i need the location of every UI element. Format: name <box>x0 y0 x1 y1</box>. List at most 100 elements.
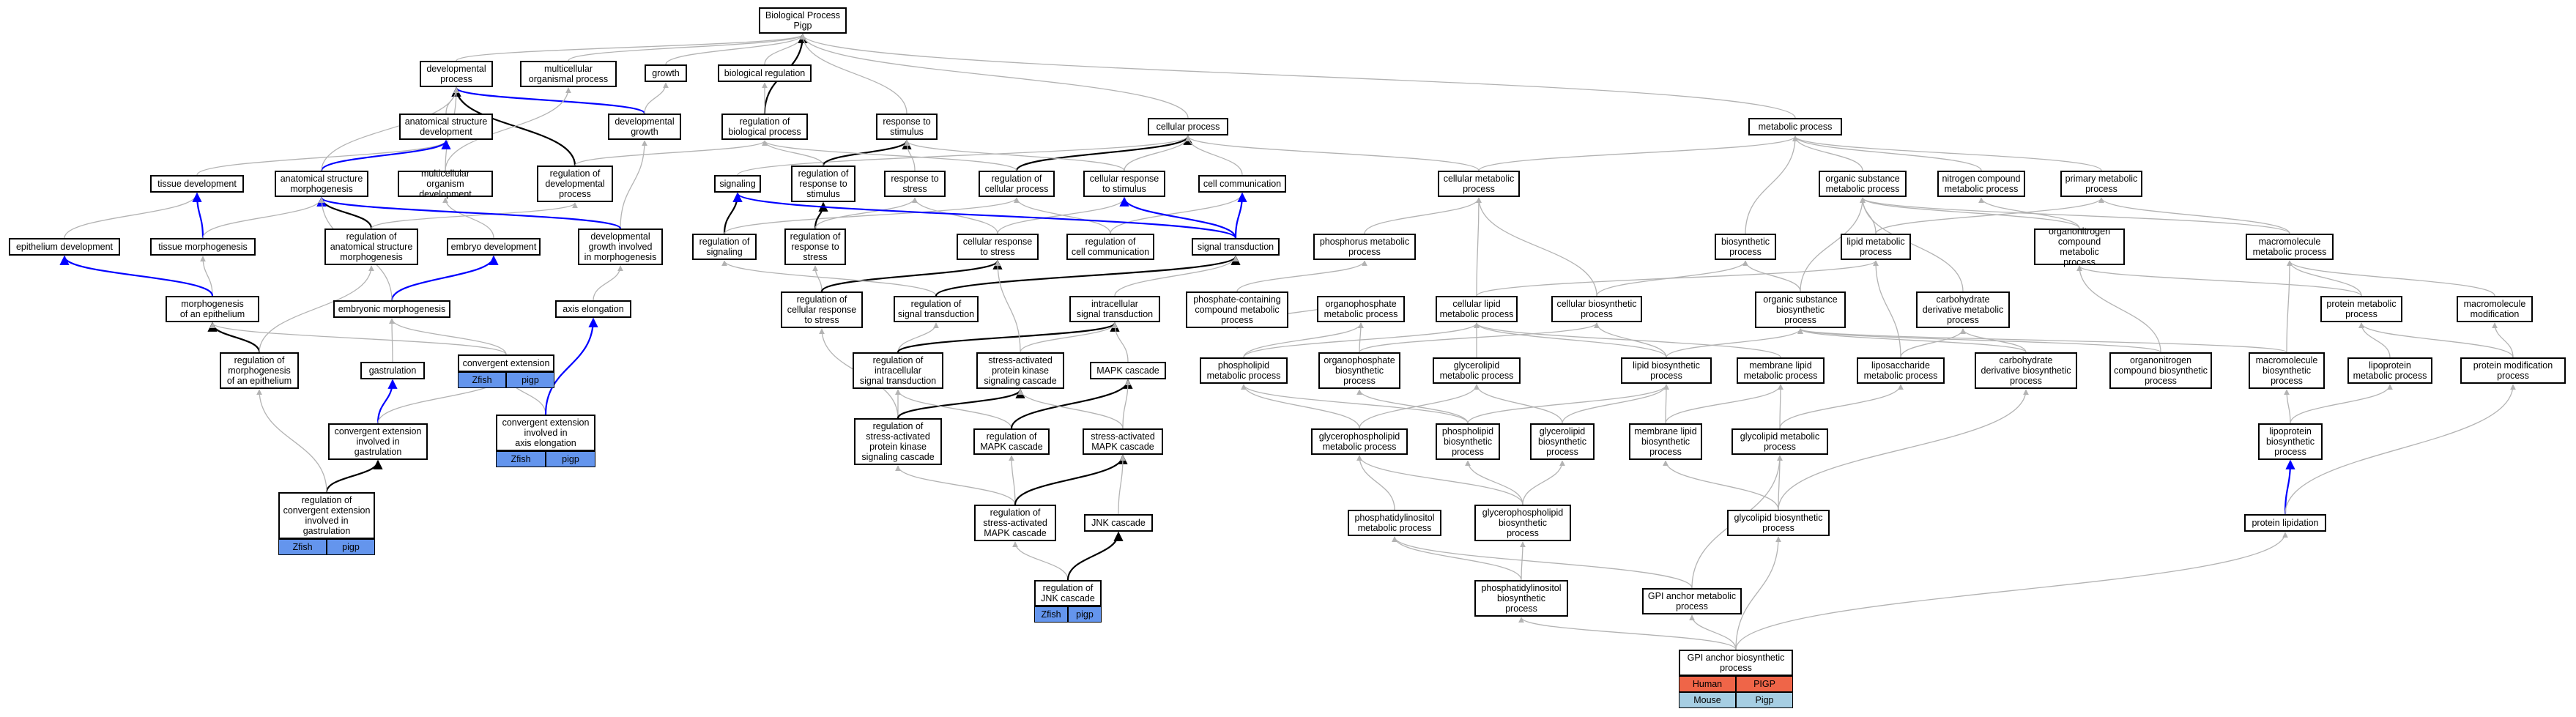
node-macromolecule-biosynthetic-process[interactable]: macromolecule biosynthetic process <box>2249 352 2325 389</box>
node-phosphatidylinositol-metabolic-process[interactable]: phosphatidylinositol metabolic process <box>1348 510 1441 536</box>
node-regulation-of-signal-transduction[interactable]: regulation of signal transduction <box>894 296 979 322</box>
node-biosynthetic-process[interactable]: biosynthetic process <box>1715 234 1776 260</box>
node-developmental-growth[interactable]: developmental growth <box>608 114 681 140</box>
node-anatomical-structure-development[interactable]: anatomical structure development <box>399 114 493 140</box>
node-regulation-of-signaling[interactable]: regulation of signaling <box>692 234 757 260</box>
node-regulation-of-cell-communication[interactable]: regulation of cell communication <box>1066 234 1154 260</box>
node-lipid-biosynthetic-process[interactable]: lipid biosynthetic process <box>1621 357 1712 384</box>
node-growth[interactable]: growth <box>645 64 687 82</box>
node-cell-communication[interactable]: cell communication <box>1198 175 1286 193</box>
node-convergent-extension[interactable]: convergent extension <box>458 354 554 372</box>
edge-phosinos-to-glycerophos <box>1356 455 1395 510</box>
node-epithelium-development[interactable]: epithelium development <box>9 238 120 256</box>
node-stress-activated-protein-kinase-signaling-cascade[interactable]: stress-activated protein kinase signalin… <box>976 352 1064 389</box>
edge-sigtrans-to-cellresp <box>1119 196 1237 239</box>
node-gpi-anchor-metabolic-process[interactable]: GPI anchor metabolic process <box>1642 588 1742 614</box>
node-signal-transduction[interactable]: signal transduction <box>1192 238 1280 256</box>
node-cellular-biosynthetic-process[interactable]: cellular biosynthetic process <box>1551 296 1642 322</box>
node-organonitrogen-compound-biosynthetic-process[interactable]: organonitrogen compound biosynthetic pro… <box>2109 352 2212 389</box>
node-embryo-development[interactable]: embryo development <box>447 238 541 256</box>
node-morphogenesis-of-an-epithelium[interactable]: morphogenesis of an epithelium <box>166 296 259 322</box>
node-developmental-process[interactable]: developmental process <box>420 61 493 87</box>
edge-regrespstress-to-respstress <box>814 197 918 229</box>
node-cellular-response-to-stress[interactable]: cellular response to stress <box>957 234 1039 260</box>
node-glycerolipid-metabolic-process[interactable]: glycerolipid metabolic process <box>1433 357 1521 384</box>
node-cellular-response-to-stimulus[interactable]: cellular response to stimulus <box>1083 171 1165 197</box>
node-organic-substance-metabolic-process[interactable]: organic substance metabolic process <box>1819 171 1907 197</box>
node-stress-activated-mapk-cascade[interactable]: stress-activated MAPK cascade <box>1083 428 1163 455</box>
node-phosphatidylinositol-biosynthetic-process[interactable]: phosphatidylinositol biosynthetic proces… <box>1474 580 1568 617</box>
node-glycolipid-biosynthetic-process[interactable]: glycolipid biosynthetic process <box>1727 510 1830 536</box>
node-membrane-lipid-biosynthetic-process[interactable]: membrane lipid biosynthetic process <box>1629 423 1702 460</box>
node-gpi-anchor-biosynthetic-process[interactable]: GPI anchor biosynthetic process <box>1679 650 1793 676</box>
node-lipoprotein-biosynthetic-process[interactable]: lipoprotein biosynthetic process <box>2258 423 2323 460</box>
node-axis-elongation[interactable]: axis elongation <box>555 300 631 318</box>
edge-protmet-to-orgnitro <box>2076 265 2362 297</box>
node-regulation-of-cellular-response-to-stress[interactable]: regulation of cellular response to stres… <box>781 291 863 328</box>
node-regulation-of-jnk-cascade[interactable]: regulation of JNK cascade <box>1034 580 1102 606</box>
node-primary-metabolic-process[interactable]: primary metabolic process <box>2060 171 2142 197</box>
node-regulation-of-stress-activated-mapk-cascade[interactable]: regulation of stress-activated MAPK casc… <box>974 505 1056 541</box>
node-regulation-of-stress-activated-protein-kinase-signaling-cascade[interactable]: regulation of stress-activated protein k… <box>854 418 942 465</box>
node-anatomical-structure-morphogenesis[interactable]: anatomical structure morphogenesis <box>275 171 368 197</box>
node-response-to-stimulus[interactable]: response to stimulus <box>876 114 938 140</box>
node-convergent-extension-involved-in-axis-elongation[interactable]: convergent extension involved in axis el… <box>496 415 595 451</box>
node-regulation-of-cellular-process[interactable]: regulation of cellular process <box>979 171 1055 197</box>
node-cellular-lipid-metabolic-process[interactable]: cellular lipid metabolic process <box>1436 296 1518 322</box>
node-protein-lipidation[interactable]: protein lipidation <box>2244 514 2326 532</box>
node-phosphorus-metabolic-process[interactable]: phosphorus metabolic process <box>1313 234 1416 260</box>
node-carbohydrate-derivative-biosynthetic-process[interactable]: carbohydrate derivative biosynthetic pro… <box>1975 352 2077 389</box>
node-cellular-metabolic-process[interactable]: cellular metabolic process <box>1438 171 1520 197</box>
edge-embmorph-to-embdev <box>390 255 499 301</box>
node-regulation-of-convergent-extension-involved-in-gastrulation[interactable]: regulation of convergent extension invol… <box>278 492 375 539</box>
node-carbohydrate-derivative-metabolic-process[interactable]: carbohydrate derivative metabolic proces… <box>1916 291 2010 328</box>
node-multicellular-organism-development[interactable]: multicellular organism development <box>398 168 493 199</box>
node-glycerolipid-biosynthetic-process[interactable]: glycerolipid biosynthetic process <box>1530 423 1595 460</box>
node-phosphate-containing-compound-metabolic-process[interactable]: phosphate-containing compound metabolic … <box>1186 291 1288 328</box>
node-organonitrogen-compound-metabolic-process[interactable]: organonitrogen compound metabolic proces… <box>2034 226 2125 267</box>
node-signaling[interactable]: signaling <box>714 175 761 193</box>
node-glycerophospholipid-metabolic-process[interactable]: glycerophospholipid metabolic process <box>1311 428 1408 455</box>
node-membrane-lipid-metabolic-process[interactable]: membrane lipid metabolic process <box>1737 357 1825 384</box>
node-protein-modification-process[interactable]: protein modification process <box>2460 357 2566 384</box>
node-nitrogen-compound-metabolic-process[interactable]: nitrogen compound metabolic process <box>1937 171 2025 197</box>
node-regulation-of-response-to-stimulus[interactable]: regulation of response to stimulus <box>791 166 855 202</box>
node-developmental-growth-involved-in-morphogenesis[interactable]: developmental growth involved in morphog… <box>578 229 663 265</box>
node-intracellular-signal-transduction[interactable]: intracellular signal transduction <box>1069 296 1160 322</box>
node-phospholipid-metabolic-process[interactable]: phospholipid metabolic process <box>1200 357 1288 384</box>
node-organophosphate-metabolic-process[interactable]: organophosphate metabolic process <box>1317 296 1405 322</box>
node-liposaccharide-metabolic-process[interactable]: liposaccharide metabolic process <box>1857 357 1945 384</box>
node-regulation-of-intracellular-signal-transduction[interactable]: regulation of intracellular signal trans… <box>853 352 943 389</box>
node-regulation-of-morphogenesis-of-an-epithelium[interactable]: regulation of morphogenesis of an epithe… <box>220 352 299 389</box>
node-response-to-stress[interactable]: response to stress <box>884 171 946 197</box>
edge-phospholipid-to-orgphos <box>1243 322 1364 358</box>
node-organophosphate-biosynthetic-process[interactable]: organophosphate biosynthetic process <box>1318 352 1400 389</box>
node-tissue-morphogenesis[interactable]: tissue morphogenesis <box>150 238 256 256</box>
node-convergent-extension-involved-in-gastrulation[interactable]: convergent extension involved in gastrul… <box>328 423 428 460</box>
node-phospholipid-biosynthetic-process[interactable]: phospholipid biosynthetic process <box>1436 423 1500 460</box>
node-biological-regulation[interactable]: biological regulation <box>718 64 812 82</box>
node-lipid-metabolic-process[interactable]: lipid metabolic process <box>1841 234 1911 260</box>
node-regulation-of-response-to-stress[interactable]: regulation of response to stress <box>784 229 846 265</box>
node-regulation-of-mapk-cascade[interactable]: regulation of MAPK cascade <box>973 428 1050 455</box>
node-regulation-of-anatomical-structure-morphogenesis[interactable]: regulation of anatomical structure morph… <box>324 229 418 265</box>
node-embryonic-morphogenesis[interactable]: embryonic morphogenesis <box>333 300 450 318</box>
node-mapk-cascade[interactable]: MAPK cascade <box>1090 362 1166 379</box>
node-organic-substance-biosynthetic-process[interactable]: organic substance biosynthetic process <box>1755 291 1846 328</box>
node-protein-metabolic-process[interactable]: protein metabolic process <box>2320 296 2402 322</box>
node-regulation-of-biological-process[interactable]: regulation of biological process <box>721 114 808 140</box>
node-biological-process[interactable]: Biological Process Pigp <box>759 7 847 34</box>
node-macromolecule-modification[interactable]: macromolecule modification <box>2457 296 2533 322</box>
node-metabolic-process[interactable]: metabolic process <box>1748 118 1842 135</box>
node-lipoprotein-metabolic-process[interactable]: lipoprotein metabolic process <box>2347 357 2432 384</box>
node-glycerophospholipid-biosynthetic-process[interactable]: glycerophospholipid biosynthetic process <box>1474 505 1571 541</box>
node-macromolecule-metabolic-process[interactable]: macromolecule metabolic process <box>2246 234 2334 260</box>
node-jnk-cascade[interactable]: JNK cascade <box>1084 514 1153 532</box>
node-multicellular-organismal-process[interactable]: multicellular organismal process <box>520 61 617 87</box>
node-tissue-development[interactable]: tissue development <box>150 175 244 193</box>
node-glycolipid-metabolic-process[interactable]: glycolipid metabolic process <box>1731 428 1828 455</box>
species-cell: Zfish <box>1034 606 1068 623</box>
node-gastrulation[interactable]: gastrulation <box>360 362 425 379</box>
node-cellular-process[interactable]: cellular process <box>1148 118 1228 135</box>
node-regulation-of-developmental-process[interactable]: regulation of developmental process <box>537 166 613 202</box>
